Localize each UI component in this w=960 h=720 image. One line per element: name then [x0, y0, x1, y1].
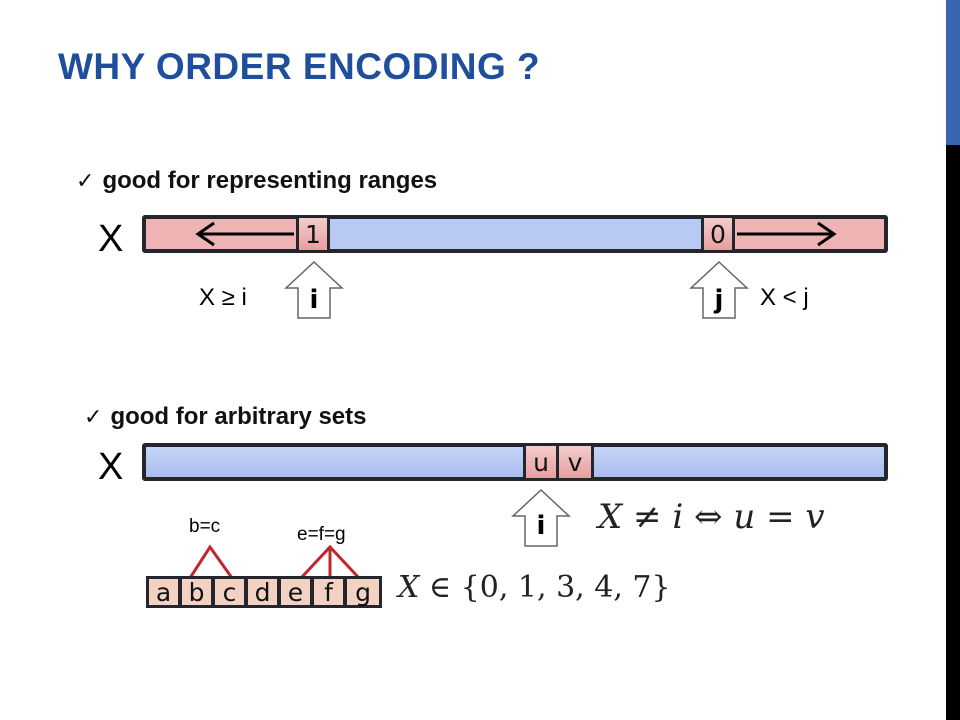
set-bar: [142, 443, 888, 481]
formula-neq: ≠: [633, 497, 662, 537]
seq-cell-e: e: [278, 576, 313, 608]
group-lines: [188, 544, 361, 580]
pointer-i-label: i: [309, 285, 319, 315]
formula-u: u: [733, 497, 756, 537]
slide-side-bar: [946, 0, 960, 720]
cell-v: v: [556, 443, 594, 481]
formula-v: v: [805, 497, 825, 537]
variable-x-2: X: [98, 446, 124, 488]
seq-cell-g: g: [344, 576, 382, 608]
bullet-sets: ✓ good for arbitrary sets: [84, 403, 367, 431]
seq-cell-c: c: [212, 576, 247, 608]
check-icon: ✓: [84, 405, 103, 430]
group-label-bc: b=c: [189, 516, 221, 537]
group-label-efg: e=f=g: [297, 524, 346, 545]
formula-iff-symbol: ⇔: [694, 497, 723, 537]
formula-x: X: [598, 497, 623, 537]
seq-cell-a: a: [146, 576, 181, 608]
pointer-j-label: j: [714, 285, 724, 315]
label-x-geq-i: X ≥ i: [199, 284, 247, 311]
check-icon: ✓: [76, 169, 95, 194]
range-bar: [142, 215, 888, 253]
formula-i: i: [672, 497, 684, 537]
bullet-ranges-text: good for representing ranges: [102, 167, 438, 194]
cell-u: u: [523, 443, 559, 481]
bullet-sets-text: good for arbitrary sets: [110, 403, 367, 430]
variable-x-1: X: [98, 218, 124, 260]
set-formula-x: X: [398, 570, 420, 605]
bullet-ranges: ✓ good for representing ranges: [76, 167, 437, 195]
set-formula-values: {0, 1, 3, 4, 7}: [460, 570, 671, 605]
formula-set: X ∈ {0, 1, 3, 4, 7}: [398, 570, 671, 605]
slide-side-bar-accent: [946, 0, 960, 145]
seq-cell-f: f: [311, 576, 346, 608]
seq-cell-d: d: [245, 576, 280, 608]
label-x-lt-j: X < j: [760, 284, 809, 311]
pointer-i-label-2: i: [536, 511, 546, 541]
set-formula-in: ∈: [428, 570, 452, 605]
formula-iff: X ≠ i ⇔ u = v: [598, 497, 825, 537]
seq-cell-b: b: [179, 576, 214, 608]
cell-one: 1: [296, 215, 330, 253]
formula-eq: =: [766, 497, 795, 537]
slide-title: WHY ORDER ENCODING ?: [58, 46, 541, 87]
cell-zero: 0: [701, 215, 735, 253]
